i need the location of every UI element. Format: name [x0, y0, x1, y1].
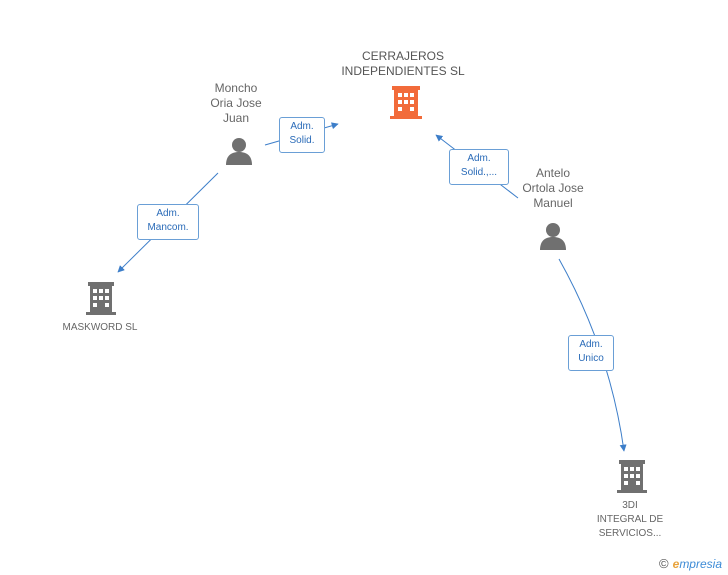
edge-label-line1: Adm. — [156, 208, 180, 219]
maskword-label-line1: MASKWORD SL — [62, 322, 138, 333]
empresia-watermark[interactable]: ©empresia — [659, 556, 722, 571]
edge-label-moncho-cerrajeros[interactable]: Adm. Solid. — [279, 117, 325, 153]
cerrajeros-building-icon[interactable] — [390, 86, 422, 119]
tresdi-label-line3: SERVICIOS... — [598, 528, 662, 539]
cerrajeros-label[interactable]: CERRAJEROS INDEPENDIENTES SL — [318, 49, 488, 79]
edge-label-line1: Adm. — [579, 339, 603, 350]
edge-label-antelo-cerrajeros[interactable]: Adm. Solid.,... — [449, 149, 509, 185]
edge-label-line2: Solid. — [289, 135, 315, 146]
maskword-label[interactable]: MASKWORD SL — [40, 321, 160, 335]
maskword-building-icon[interactable] — [86, 282, 116, 315]
antelo-label-line3: Manuel — [533, 196, 573, 210]
moncho-label-line2: Oria Jose — [210, 96, 262, 110]
tresdi-building-icon[interactable] — [617, 460, 647, 493]
antelo-label[interactable]: Antelo Ortola Jose Manuel — [501, 166, 605, 211]
tresdi-label-line1: 3DI — [622, 500, 638, 511]
moncho-label-line1: Moncho — [214, 81, 258, 95]
tresdi-label[interactable]: 3DI INTEGRAL DE SERVICIOS... — [578, 499, 682, 541]
edge-label-line2: Unico — [578, 353, 604, 364]
edge-label-moncho-maskword[interactable]: Adm. Mancom. — [137, 204, 199, 240]
cerrajeros-label-line1: CERRAJEROS — [361, 49, 444, 63]
brand-logo-e: e — [672, 557, 680, 571]
edge-label-line1: Adm. — [467, 153, 491, 164]
antelo-label-line2: Ortola Jose — [522, 181, 584, 195]
cerrajeros-label-line2: INDEPENDIENTES SL — [341, 64, 465, 78]
brand-logo-text: mpresia — [679, 557, 722, 571]
copyright-symbol: © — [659, 556, 669, 571]
moncho-person-icon[interactable] — [226, 138, 252, 165]
antelo-person-icon[interactable] — [540, 223, 566, 250]
edge-label-antelo-tresdi[interactable]: Adm. Unico — [568, 335, 614, 371]
tresdi-label-line2: INTEGRAL DE — [596, 514, 664, 525]
moncho-label[interactable]: Moncho Oria Jose Juan — [186, 81, 286, 126]
antelo-label-line1: Antelo — [535, 166, 571, 180]
moncho-label-line3: Juan — [222, 111, 250, 125]
edge-label-line1: Adm. — [290, 121, 314, 132]
edge-label-line2: Solid.,... — [460, 167, 498, 178]
edge-label-line2: Mancom. — [147, 222, 189, 233]
